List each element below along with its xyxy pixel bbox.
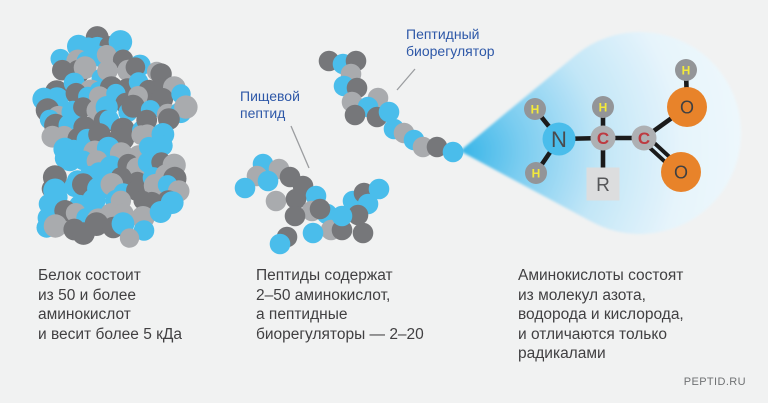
svg-text:H: H	[531, 102, 540, 116]
svg-text:C: C	[597, 129, 609, 148]
protein-caption: Белок состоит из 50 и более аминокислот …	[38, 267, 183, 343]
svg-text:H: H	[532, 166, 541, 180]
svg-text:O: O	[674, 162, 688, 182]
svg-text:H: H	[599, 100, 608, 114]
food-peptide-label: Пищевой пептид	[240, 88, 300, 121]
bioregulator-label: Пептидный биорегулятор	[406, 26, 495, 59]
bioregulator-chain	[318, 50, 464, 163]
svg-text:H: H	[682, 63, 691, 77]
food-peptide-chain	[234, 153, 390, 255]
peptide-caption: Пептиды содержат 2–50 аминокислот, а пеп…	[256, 267, 424, 343]
svg-text:R: R	[596, 175, 610, 196]
amino-acid-caption: Аминокислоты состоят из молекул азота, в…	[518, 267, 684, 362]
svg-text:N: N	[551, 127, 567, 152]
leader-lines	[290, 68, 416, 169]
amino-acid-structure: H H H H R N C C O O	[524, 59, 707, 201]
protein-molecule	[32, 26, 198, 248]
svg-text:C: C	[638, 129, 650, 148]
svg-text:O: O	[680, 97, 694, 117]
watermark: PEPTID.RU	[683, 376, 746, 388]
